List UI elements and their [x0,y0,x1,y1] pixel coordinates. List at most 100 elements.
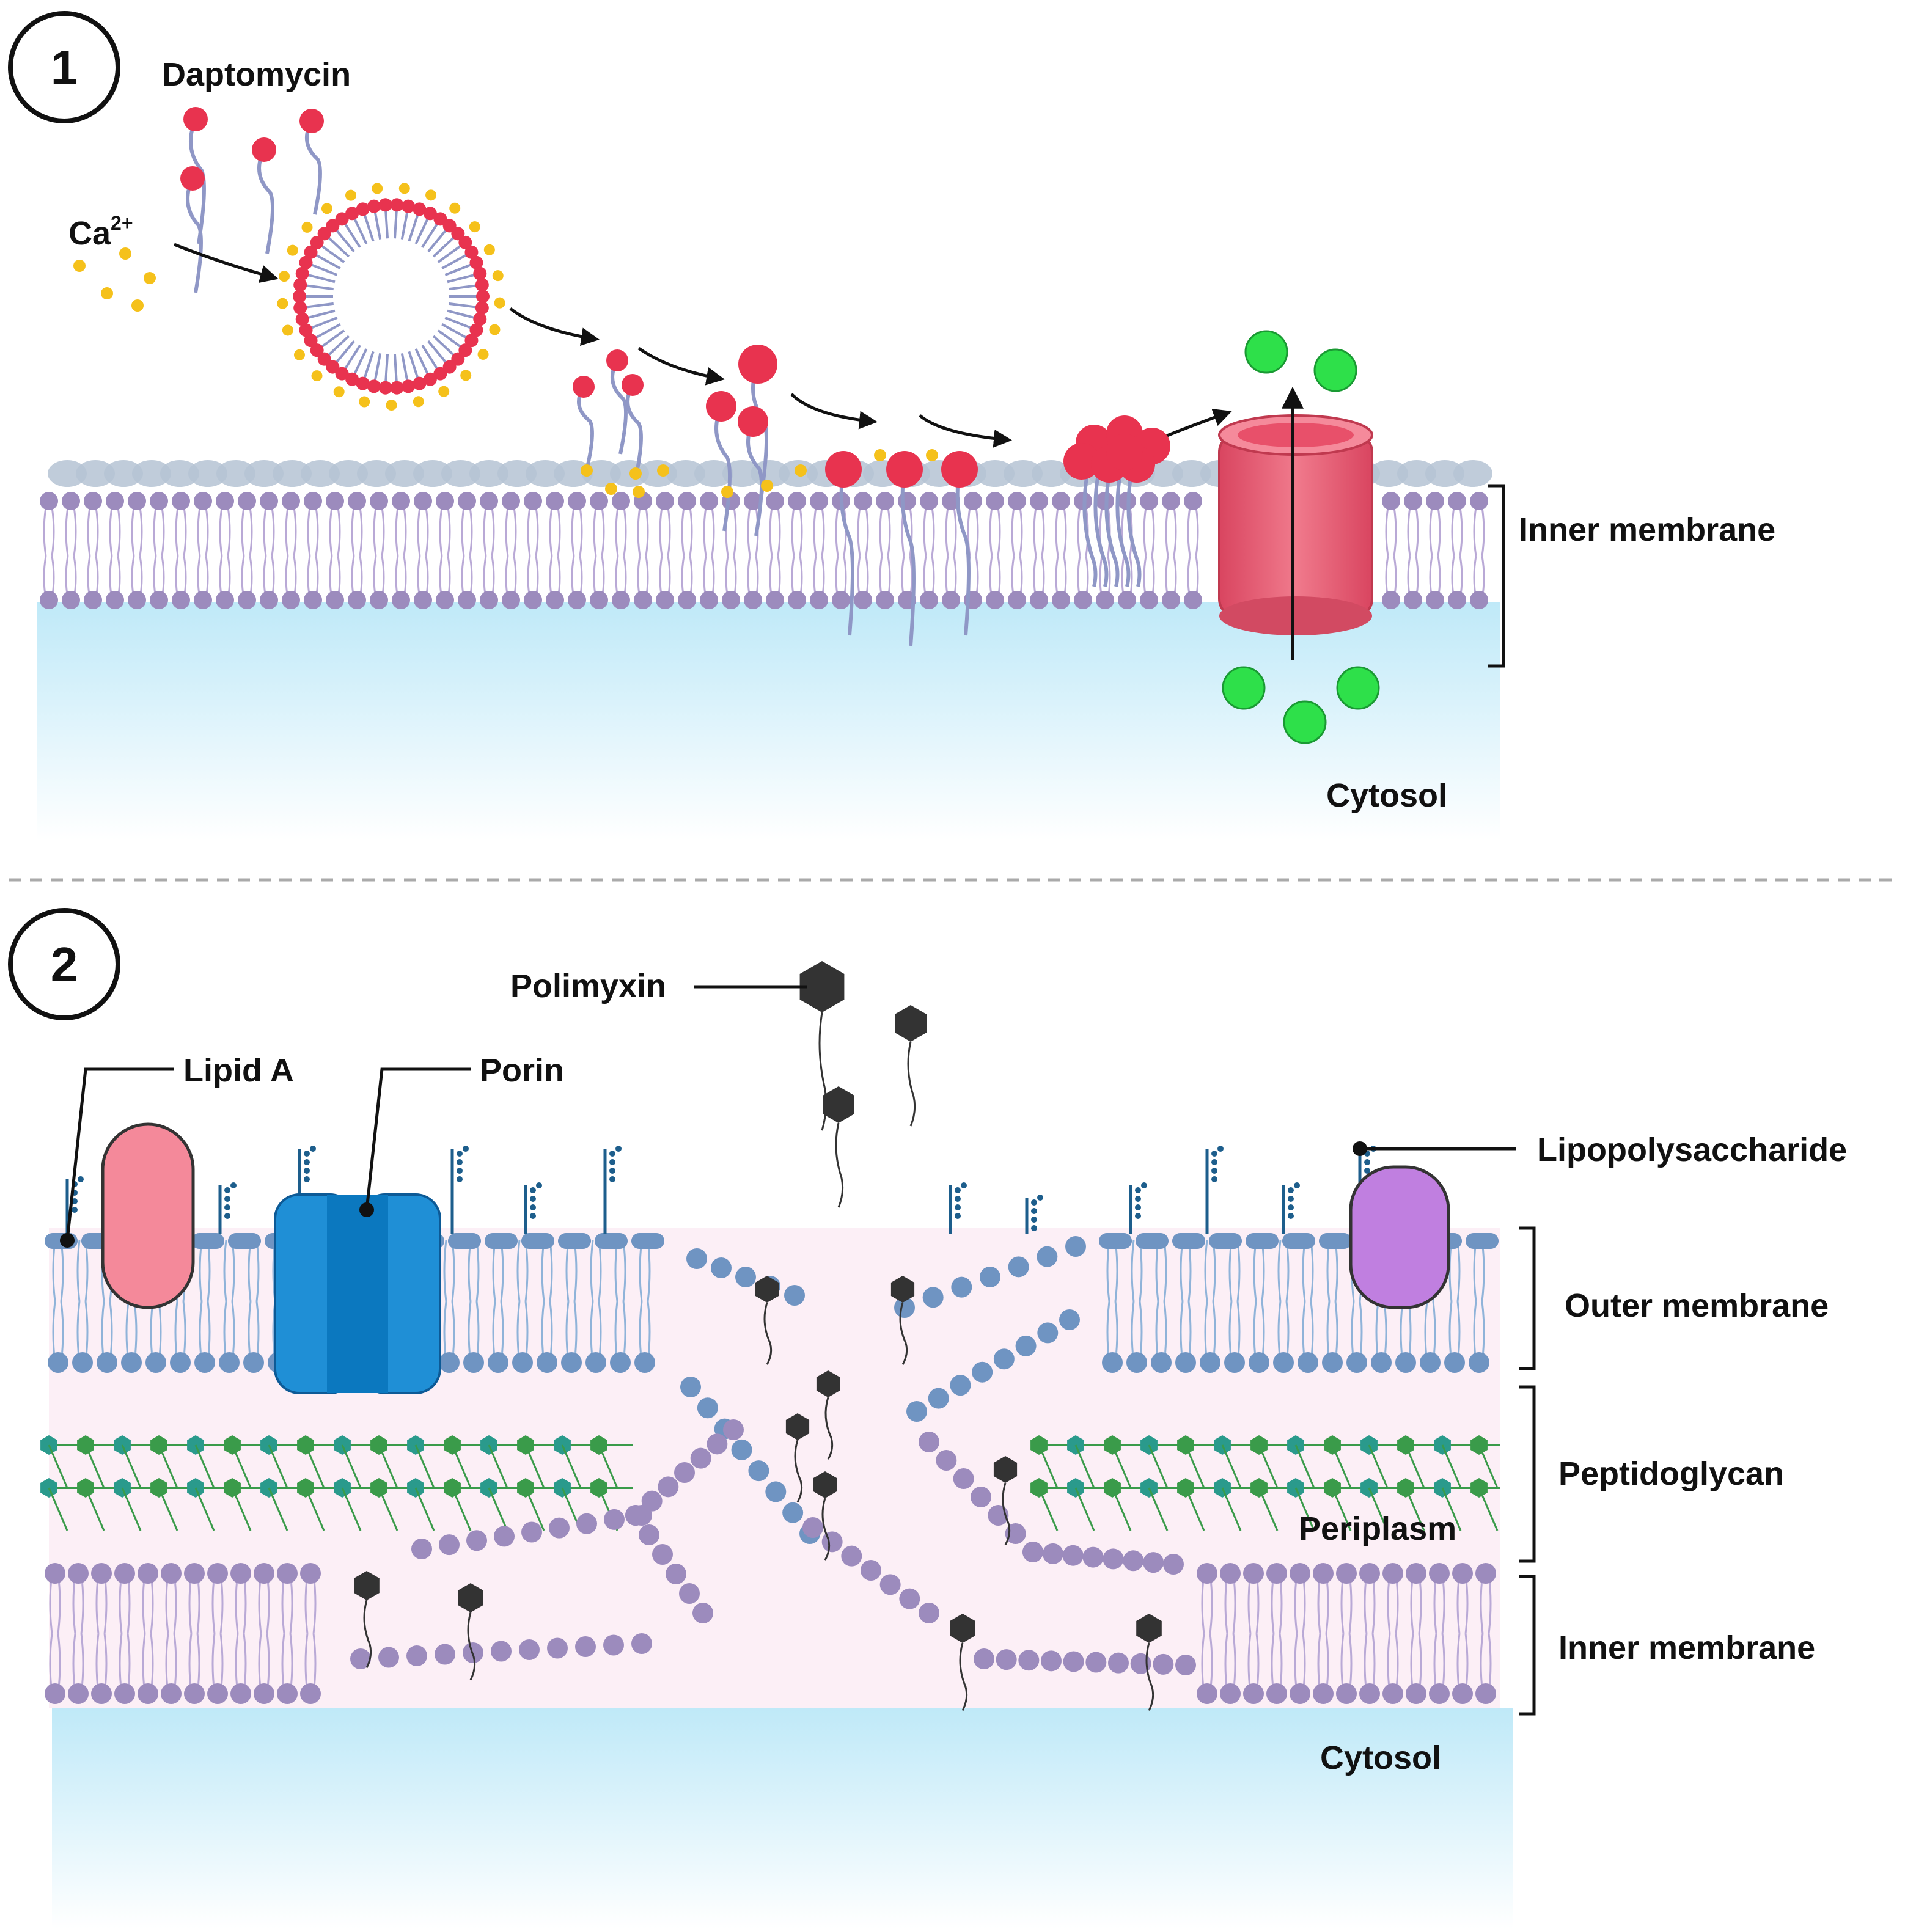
lipid-head [919,1432,939,1452]
lps-base [191,1233,224,1249]
lipid-head [1184,492,1202,510]
surface-blob [694,460,733,487]
pg-crosslink [1038,1487,1059,1531]
cytosol-region-1 [37,602,1500,840]
lipid-head [1074,591,1092,609]
lipid-head [711,1257,732,1278]
lipid-head [678,492,696,510]
surface-blob [132,460,171,487]
micelle-calcium [277,298,288,309]
polymyxin-tail [824,1397,834,1460]
lipid-head [216,591,234,609]
lipid-head [731,1439,752,1460]
lipid-head [1175,1655,1196,1675]
lps-sugar [955,1196,961,1202]
lipid-head [1008,591,1026,609]
polymyxin-tail [763,1302,773,1365]
potassium-ions [1222,330,1380,744]
surface-blob [357,460,396,487]
micelle-head [326,360,340,374]
pg-crosslink [341,1487,362,1531]
polymyxin-tail [1145,1642,1154,1711]
lipid-head [1030,591,1048,609]
lipid-head [854,492,872,510]
lps-sugar [1211,1176,1217,1182]
lps-base [1136,1233,1169,1249]
lipid-head [238,591,256,609]
lps-sugar [304,1159,310,1165]
lipid-tail [527,507,539,557]
inner-membrane-bilayer-2 [45,1563,1496,1704]
micelle-head [476,290,490,303]
lipid-head [1041,1650,1062,1672]
lipid-head [1382,1563,1403,1584]
lipid-head [920,591,938,609]
lipid-head [350,1648,371,1669]
surface-blob [76,460,115,487]
lipid-head [435,1644,455,1665]
lipid-head [439,1352,460,1373]
lipid-head [766,591,784,609]
lipid-head [1140,591,1158,609]
lipid-head [1052,591,1070,609]
lipid-head [91,1563,112,1584]
surface-blob [413,460,452,487]
micelle-head [413,376,427,390]
micelle-head [475,278,489,292]
lipid-head [1346,1352,1367,1373]
lipopolysaccharide-label: Lipopolysaccharide [1537,1132,1847,1168]
pg-crosslink [1294,1444,1315,1488]
micelle-head [402,379,416,393]
lipid-head [184,1683,205,1704]
lipid-head [690,1447,711,1469]
lipid-head [145,1352,166,1373]
cytosol-region-2 [52,1708,1513,1929]
micelle-calcium [321,203,332,214]
oligomer-tail [1126,470,1142,587]
lipid-head [980,1267,1000,1287]
lipid-head [604,1509,625,1530]
surface-blob [188,460,227,487]
lipid-head [194,492,212,510]
lipid-tail [769,507,781,557]
pg-crosslink [1184,1444,1205,1488]
micelle-head [390,381,404,395]
lipid-head [524,591,542,609]
pg-crosslink [84,1444,105,1488]
micelle-head [310,343,324,357]
micelle-head [356,202,370,216]
lipid-head [128,492,146,510]
lps-sugar [1141,1182,1147,1188]
micelle-head [310,235,324,249]
lipid-head [392,492,410,510]
lipid-head [568,591,586,609]
porin-label: Porin [480,1052,564,1089]
pg-crosslink [451,1444,472,1488]
lipid-head [502,492,520,510]
lipid-head [1030,492,1048,510]
pg-crosslink [414,1444,435,1488]
lps-sugar [457,1168,463,1174]
lipid-head [894,1297,915,1318]
lipid-head [1200,1352,1220,1373]
monomer-tail [955,469,971,636]
porin-channel [274,1193,441,1394]
lipid-head [625,1505,646,1526]
panel-number-1: 1 [8,11,120,123]
lipopolysaccharide-chains [65,1146,1376,1234]
calcium-ion [101,287,113,299]
pg-crosslink [524,1444,545,1488]
oligomer-tail [1093,470,1109,587]
lipid-tail [1473,507,1485,557]
pg-crosslink [598,1444,618,1488]
lps-sugar [1211,1159,1217,1165]
monomer-head [180,166,205,191]
calcium-ion [657,464,669,477]
pg-crosslink [1221,1444,1242,1488]
lipid-head [1273,1352,1294,1373]
lps-sugar [1294,1182,1300,1188]
membrane-pore [1218,386,1373,660]
lps-sugar [224,1204,230,1210]
lipid-head [692,1603,713,1623]
